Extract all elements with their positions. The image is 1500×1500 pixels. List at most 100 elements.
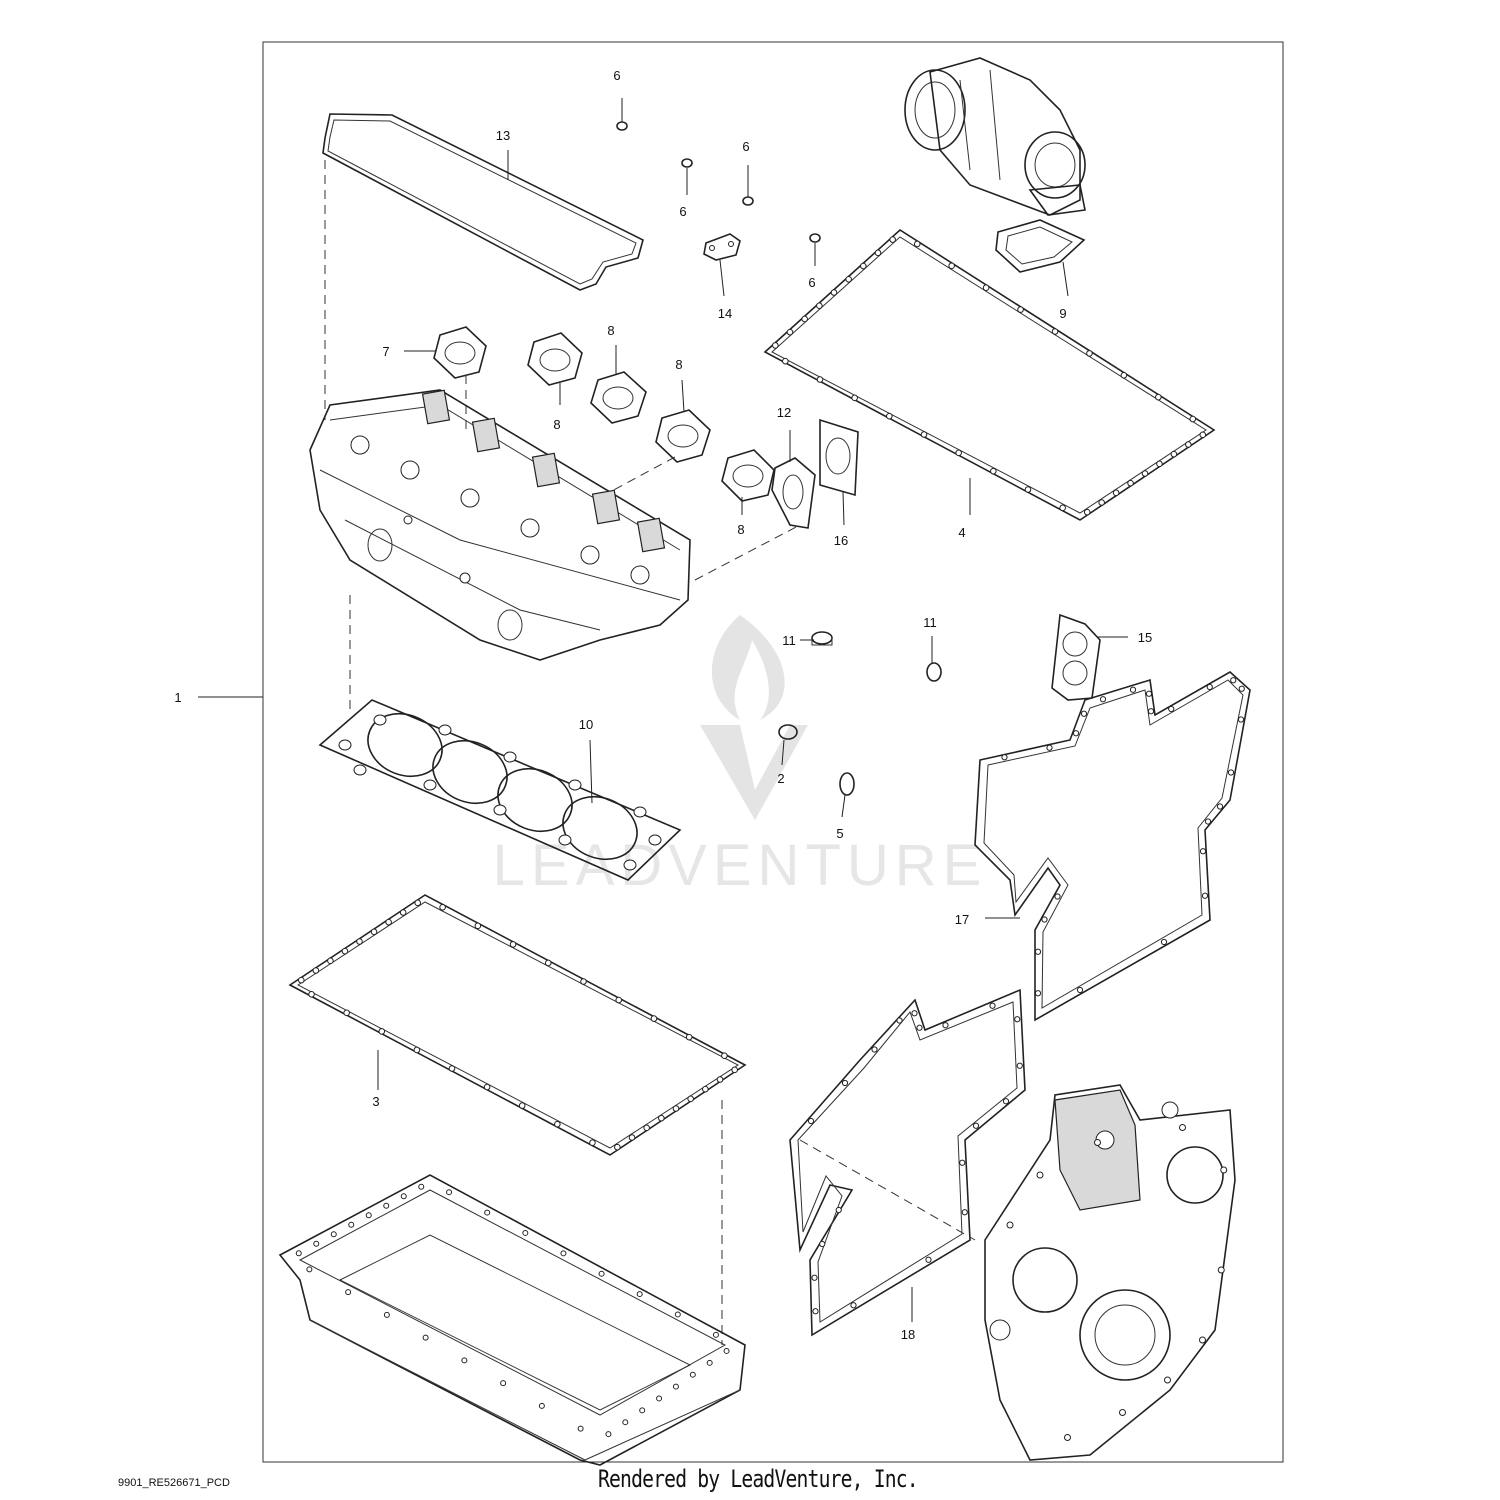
callout-8c: 8 (675, 357, 682, 372)
bolt-hole (1220, 1166, 1228, 1174)
bolt-hole (1127, 479, 1134, 487)
front-plate-gasket[interactable] (789, 988, 1026, 1337)
callout-6d: 6 (808, 275, 815, 290)
bolt-hole (297, 976, 305, 984)
cylinder-head (309, 389, 691, 661)
bolt-hole (636, 1291, 643, 1298)
nut-6d[interactable] (809, 233, 821, 243)
bolt-hole (1016, 1062, 1023, 1069)
bolt-hole (1059, 504, 1066, 512)
bolt-hole (916, 1024, 923, 1031)
bolt-hole (1098, 499, 1105, 506)
callout-7: 7 (382, 344, 389, 359)
leader-lines (377, 98, 1128, 1322)
callout-4: 4 (958, 525, 965, 540)
bolt-hole (658, 1114, 665, 1122)
head-gasket[interactable] (318, 699, 682, 881)
head-gasket-port (633, 806, 647, 818)
nut-6a[interactable] (616, 121, 628, 131)
bolt-hole (1076, 986, 1084, 994)
callout-6c: 6 (679, 204, 686, 219)
bolt-hole (1099, 696, 1107, 703)
callout-5: 5 (836, 826, 843, 841)
bolt-hole (483, 1083, 491, 1091)
callout-11b: 11 (923, 615, 937, 630)
bolt-hole (622, 1419, 629, 1426)
head-gasket-port (558, 834, 572, 846)
bolt-hole (580, 978, 587, 985)
bolt-hole (841, 1079, 849, 1087)
bolt-hole (598, 1270, 605, 1277)
exhaust-gasket-7[interactable] (433, 326, 487, 379)
exhaust-gasket-8c[interactable] (655, 409, 711, 463)
gasket-16[interactable] (819, 418, 859, 497)
bolt-hole (830, 289, 838, 296)
bolt-hole (896, 1017, 903, 1024)
nut-6b[interactable] (681, 158, 693, 168)
turbo-gasket[interactable] (995, 219, 1086, 273)
oil-pan-gasket-lower[interactable] (288, 894, 747, 1156)
bolt-hole (911, 1010, 918, 1017)
exhaust-gasket-8d[interactable] (721, 449, 775, 502)
bolt-hole (1238, 685, 1245, 692)
callout-1: 1 (174, 690, 181, 705)
bolt-hole (1080, 710, 1088, 717)
bolt-hole (1120, 371, 1128, 379)
head-gasket-port (503, 751, 517, 763)
bolt-hole (538, 1402, 545, 1409)
o-ring-5[interactable] (839, 772, 855, 796)
exhaust-gasket-8a[interactable] (527, 332, 583, 386)
bolt-hole (1119, 1409, 1126, 1416)
bolt-hole (786, 328, 794, 336)
bolt-hole (1189, 415, 1197, 423)
plug-11b[interactable] (926, 662, 942, 682)
bolt-hole (913, 240, 921, 248)
bolt-hole (731, 1066, 738, 1074)
bolt-hole (1034, 948, 1042, 955)
bolt-hole (1072, 730, 1080, 737)
front-cover-gasket[interactable] (974, 671, 1251, 1022)
bolt-hole (835, 1206, 842, 1214)
bolt-hole (1201, 892, 1209, 899)
bolt-hole (1145, 690, 1153, 697)
watermark-logo: LEADVENTURE (493, 615, 981, 898)
bolt-hole (1164, 1376, 1171, 1384)
bolt-hole (871, 1046, 878, 1053)
bolt-hole (874, 249, 882, 257)
gasket-12[interactable] (771, 457, 816, 529)
bolt-hole (341, 947, 349, 955)
bolt-hole (656, 1395, 663, 1402)
gasket-15[interactable] (1051, 613, 1101, 701)
bolt-hole (1001, 754, 1008, 761)
bolt-hole (1051, 328, 1059, 335)
bolt-hole (1185, 441, 1192, 448)
nut-6c[interactable] (742, 196, 754, 206)
head-gasket-port (568, 779, 582, 791)
bolt-hole (1199, 431, 1207, 439)
bolt-hole (712, 1331, 719, 1338)
bolt-hole (370, 928, 378, 936)
bolt-hole (605, 1431, 612, 1438)
bolt-hole (306, 1266, 313, 1273)
bolt-hole (889, 236, 896, 243)
bolt-hole (1083, 508, 1091, 516)
bolt-hole (628, 1134, 636, 1141)
oil-pan-gasket-upper[interactable] (763, 228, 1216, 521)
bolt-hole (614, 1143, 621, 1151)
bolt-hole (801, 315, 808, 323)
bolt-hole (850, 1302, 857, 1309)
bolt-hole (959, 1159, 966, 1166)
o-ring-2[interactable] (778, 724, 798, 740)
bolt-hole (577, 1425, 584, 1432)
bolt-hole (345, 1289, 352, 1296)
callout-13: 13 (496, 128, 510, 143)
gasket-14[interactable] (703, 233, 741, 261)
exhaust-gasket-8b[interactable] (590, 371, 647, 424)
valve-cover-gasket[interactable] (322, 113, 644, 291)
bolt-hole (721, 1052, 728, 1060)
plug-11a[interactable] (811, 631, 833, 646)
bolt-hole (1094, 1139, 1101, 1146)
bolt-hole (1014, 1016, 1021, 1023)
bolt-hole (544, 959, 552, 967)
